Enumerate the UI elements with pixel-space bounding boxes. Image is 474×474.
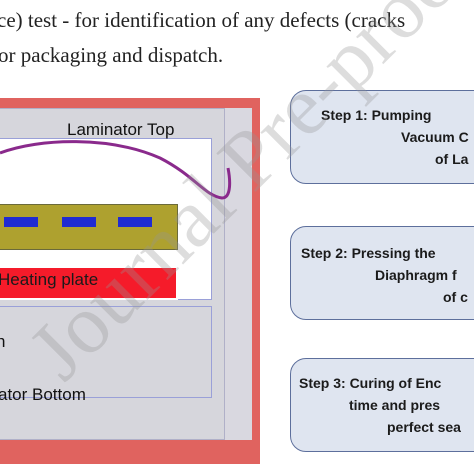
body-text-line-1: ce) test - for identification of any def…: [0, 8, 406, 32]
solar-cell: [4, 217, 38, 227]
step-3-line-3: perfect sea: [387, 419, 461, 435]
step-3-line-2: time and pres: [349, 397, 441, 413]
step-3-box: Step 3: Curing of Enc time and pres perf…: [290, 358, 474, 452]
diaphragm-membrane: [0, 140, 232, 200]
label-heating-plate: Heating plate: [0, 270, 99, 289]
bottom-chamber: [0, 306, 212, 398]
step-2-line-1: Step 2: Pressing the: [301, 245, 436, 261]
step-2-line-3: of c: [443, 289, 468, 305]
heating-plate: [0, 266, 178, 300]
step-1-line-2: Vacuum C: [401, 129, 469, 145]
step-3-line-1: Step 3: Curing of Enc: [299, 375, 442, 391]
label-laminator-top: Laminator Top: [67, 120, 175, 139]
step-1-line-1: Step 1: Pumping: [321, 107, 432, 123]
body-text-line-2: or packaging and dispatch.: [0, 43, 224, 67]
label-chamber: n: [0, 332, 6, 351]
solar-cell: [118, 217, 152, 227]
solar-cell: [62, 217, 96, 227]
step-1-box: Step 1: Pumping Vacuum C of La: [290, 90, 474, 184]
label-laminator-bottom: ator Bottom: [0, 385, 86, 404]
step-2-line-2: Diaphragm f: [375, 267, 457, 283]
pv-module-layer: [0, 204, 178, 250]
step-2-box: Step 2: Pressing the Diaphragm f of c: [290, 226, 474, 320]
step-1-line-3: of La: [435, 151, 469, 167]
laminator-diagram: Laminator Top Heating plate n ator Botto…: [0, 98, 262, 474]
